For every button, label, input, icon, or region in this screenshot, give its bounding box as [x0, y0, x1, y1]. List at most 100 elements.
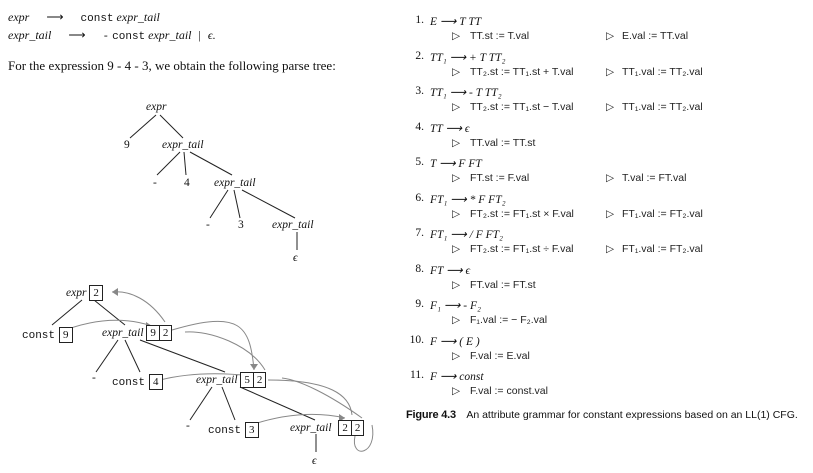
rule-action: F.val := E.val: [470, 349, 530, 362]
intro-text: For the expression 9 - 4 - 3, we obtain …: [8, 58, 336, 73]
rule-number: 9.: [415, 298, 424, 310]
nonterminal: expr_tail: [116, 10, 160, 24]
rule-production: FT₁ ⟶ / F FT₂: [430, 229, 504, 241]
rule-number: 8.: [415, 262, 424, 275]
triangle-icon: ▷: [452, 349, 461, 362]
rule-number: 2.: [415, 49, 424, 62]
grammar-line-1: expr ⟶ const expr_tail: [8, 10, 160, 25]
rule-production: T ⟶ F FT: [430, 158, 482, 170]
rule-production: F ⟶ const: [430, 371, 484, 383]
rule-number: 7.: [415, 227, 424, 239]
rule-number: 3.: [415, 85, 424, 97]
rule-action: TT.st := T.val: [470, 30, 530, 42]
rule-action: TT₂.st := TT₁.st − T.val: [470, 101, 574, 113]
rule-action-2: TT₁.val := TT₂.val: [622, 101, 703, 113]
attr-box: 3: [245, 422, 259, 438]
triangle-icon: ▷: [452, 278, 461, 291]
triangle-icon: ▷: [452, 243, 461, 255]
tree1-node: -: [153, 177, 157, 189]
node-label: expr_tail: [290, 422, 332, 434]
tree1-node: ϵ: [293, 252, 298, 264]
rule-number: 11.: [410, 369, 424, 381]
attr-box: 2: [158, 325, 173, 341]
terminal: -: [102, 31, 110, 43]
grammar-lhs: expr_tail: [8, 28, 52, 42]
attr-box: 2: [252, 372, 267, 388]
attr-box: 9: [59, 327, 73, 343]
rule-action-2: FT₁.val := FT₂.val: [622, 243, 703, 255]
tree1-node: 4: [184, 177, 190, 189]
caption-text: An attribute grammar for constant expres…: [466, 409, 798, 421]
rule-action: FT.st := F.val: [470, 172, 530, 184]
triangle-icon: ▷: [452, 207, 461, 220]
triangle-icon: ▷: [452, 314, 461, 326]
triangle-icon: ▷: [452, 30, 461, 42]
rule-action: F.val := const.val: [470, 385, 548, 397]
arrow: ⟶: [46, 10, 64, 24]
nonterminal: expr_tail: [148, 28, 192, 42]
triangle-icon: ▷: [452, 385, 461, 397]
rule-production: F₁ ⟶ - F₂: [430, 300, 481, 312]
node-label: expr_tail: [102, 327, 144, 339]
arrow: ⟶: [68, 28, 86, 42]
triangle-icon: ▷: [606, 30, 615, 42]
tree2-const: const 9: [22, 325, 73, 343]
triangle-icon: ▷: [606, 243, 615, 255]
tree2-node: -: [92, 372, 96, 384]
grammar-lhs: expr: [8, 10, 30, 24]
rule-production: TT₁ ⟶ - T TT₂: [430, 87, 502, 99]
triangle-icon: ▷: [452, 65, 461, 78]
rule-action: F₁.val := − F₂.val: [470, 314, 548, 326]
triangle-icon: ▷: [452, 101, 461, 113]
rule-production: FT₁ ⟶ * F FT₂: [430, 193, 506, 206]
bar: |: [198, 28, 201, 42]
tree1-node: expr_tail: [272, 219, 314, 231]
tree1-node: expr: [146, 101, 167, 113]
epsilon: ϵ.: [207, 28, 216, 42]
rule-production: TT₁ ⟶ + T TT₂: [430, 51, 506, 64]
tree1-node: 3: [238, 219, 244, 231]
tree2-expr: expr 2: [66, 285, 103, 301]
rule-number: 1.: [415, 14, 424, 26]
rule-action-2: T.val := FT.val: [622, 172, 687, 184]
grammar-line-2: expr_tail ⟶ - const expr_tail | ϵ.: [8, 28, 216, 43]
triangle-icon: ▷: [606, 172, 615, 184]
rule-action: FT₂.st := FT₁.st × F.val: [470, 207, 574, 220]
node-label: expr: [66, 287, 87, 299]
node-label: const: [22, 330, 56, 342]
triangle-icon: ▷: [606, 65, 615, 78]
triangle-icon: ▷: [606, 207, 615, 220]
tree2-const: const 3: [208, 420, 259, 438]
rule-production: FT ⟶ ϵ: [430, 264, 471, 277]
triangle-icon: ▷: [452, 172, 461, 184]
figure-caption: Figure 4.3 An attribute grammar for cons…: [406, 409, 798, 421]
node-label: expr_tail: [196, 374, 238, 386]
attr-box: 2: [350, 420, 365, 436]
rule-number: 10.: [409, 333, 424, 346]
tree1-node: expr_tail: [162, 139, 204, 151]
tree1-node: expr_tail: [214, 177, 256, 189]
tree2-node: -: [186, 420, 190, 432]
rule-production: F ⟶ ( E ): [430, 335, 480, 348]
tree1-node: 9: [124, 139, 130, 151]
rule-action: FT.val := FT.st: [470, 278, 536, 291]
rule-action-2: TT₁.val := TT₂.val: [622, 65, 703, 78]
rule-number: 6.: [415, 191, 424, 204]
rule-action-2: FT₁.val := FT₂.val: [622, 207, 703, 220]
rule-action: FT₂.st := FT₁.st ÷ F.val: [470, 243, 574, 255]
attr-box: 4: [149, 374, 163, 390]
attr-box: 2: [89, 285, 103, 301]
node-label: const: [208, 425, 242, 437]
rule-number: 5.: [415, 156, 424, 168]
terminal: const: [80, 13, 114, 25]
rule-number: 4.: [415, 120, 424, 133]
figure-label: Figure 4.3: [406, 409, 456, 421]
rule-production: TT ⟶ ϵ: [430, 122, 470, 135]
tree2-node: ϵ: [312, 455, 317, 467]
triangle-icon: ▷: [606, 101, 615, 113]
triangle-icon: ▷: [452, 136, 461, 149]
